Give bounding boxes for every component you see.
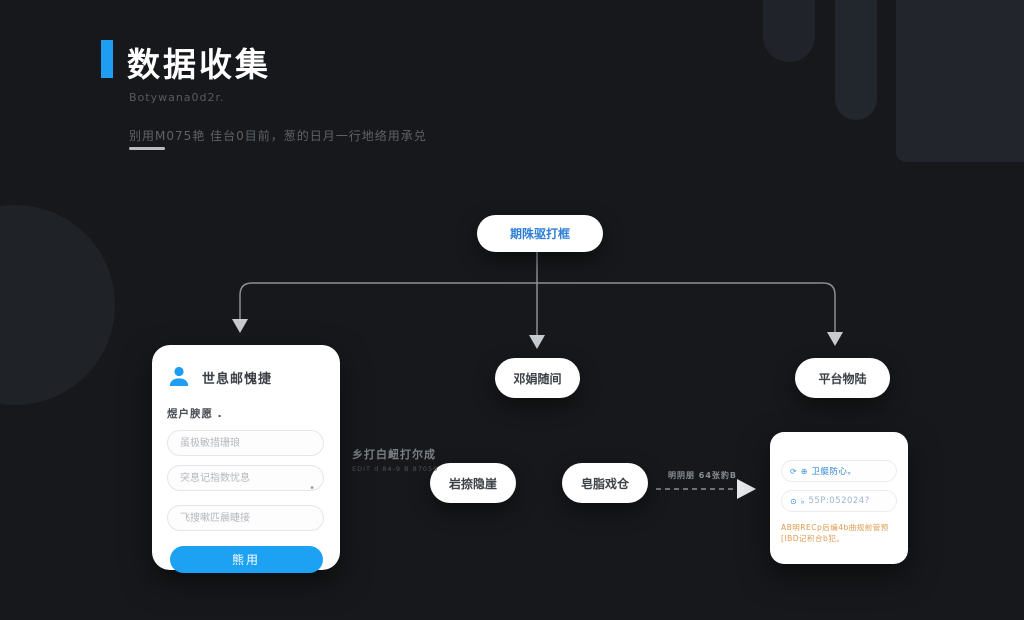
dashed-arrow-label: 明阴朋 64张豹B <box>668 471 738 480</box>
form-input-2-wrap: • <box>167 465 325 494</box>
user-icon <box>169 366 189 386</box>
flat-icon: ♭ <box>800 496 805 506</box>
arrowhead-dashed <box>737 479 756 499</box>
decor-corner-block <box>896 0 1024 162</box>
flow-node-root: 期陎驱打框 <box>477 215 603 252</box>
description-underline <box>129 147 165 150</box>
dropdown-dot-icon[interactable]: • <box>309 483 315 494</box>
flow-annotation-line2: EDIT d 84-9 B 87050 <box>352 465 439 473</box>
form-card-header: 世息邮愧捷 <box>167 365 325 389</box>
decor-capsule-tall <box>835 0 877 120</box>
flow-annotation-line1: 乡打白衄打尔成 <box>352 448 436 461</box>
page-subtitle: Botywana0d2r. <box>129 91 225 104</box>
page-description: 别用M075艳 佳台0目前，葱的日月一行地络用承兑 <box>129 129 427 143</box>
form-input-3[interactable] <box>167 505 324 531</box>
detail-note-line2: [IBD记积合b犯。 <box>781 533 845 543</box>
flow-node-lower-2: 皂脂戏仓 <box>562 463 648 503</box>
target-icon: ⊙ <box>790 496 797 506</box>
page-title: 数据收集 <box>127 45 271 84</box>
decor-capsule-small <box>763 0 815 62</box>
form-input-1[interactable] <box>167 430 324 456</box>
detail-card-note: AB明RECp后编4b曲规前管预 [IBD记积合b犯。 <box>781 523 897 545</box>
detail-row-2-text: 55P:052024? <box>808 496 870 506</box>
flow-node-middle: 邓娟随间 <box>495 358 580 398</box>
form-card-title: 世息邮愧捷 <box>202 371 273 387</box>
detail-row-1[interactable]: ⟳ ⊕ 卫艇防心。 <box>781 460 897 482</box>
detail-row-1-text: 卫艇防心。 <box>811 467 857 477</box>
arrowhead-right <box>827 332 843 346</box>
flow-annotation: 乡打白衄打尔成 EDIT d 84-9 B 87050 <box>352 446 438 473</box>
detail-note-line1: AB明RECp后编4b曲规前管预 <box>781 523 889 532</box>
submit-button[interactable]: 熊用 <box>169 546 323 573</box>
plus-circle-icon: ⊕ <box>800 466 808 476</box>
flow-node-lower-1: 岩捺隐崖 <box>430 463 516 503</box>
title-accent-bar <box>101 40 113 78</box>
form-section-label: 煜户腴愿 . <box>167 408 223 420</box>
detail-row-2[interactable]: ⊙ ♭ 55P:052024? <box>781 490 897 512</box>
refresh-icon: ⟳ <box>790 466 797 476</box>
form-input-2[interactable] <box>167 465 324 491</box>
connector-root-to-right <box>537 282 836 333</box>
arrowhead-left <box>232 319 248 333</box>
arrowhead-middle <box>529 335 545 349</box>
flow-node-platform: 平台物陆 <box>795 358 890 398</box>
user-info-form-card: 世息邮愧捷 煜户腴愿 . • 熊用 <box>152 345 340 573</box>
connector-root-to-left <box>239 282 537 320</box>
detail-card: ⟳ ⊕ 卫艇防心。 ⊙ ♭ 55P:052024? AB明RECp后编4b曲规前… <box>770 432 908 564</box>
